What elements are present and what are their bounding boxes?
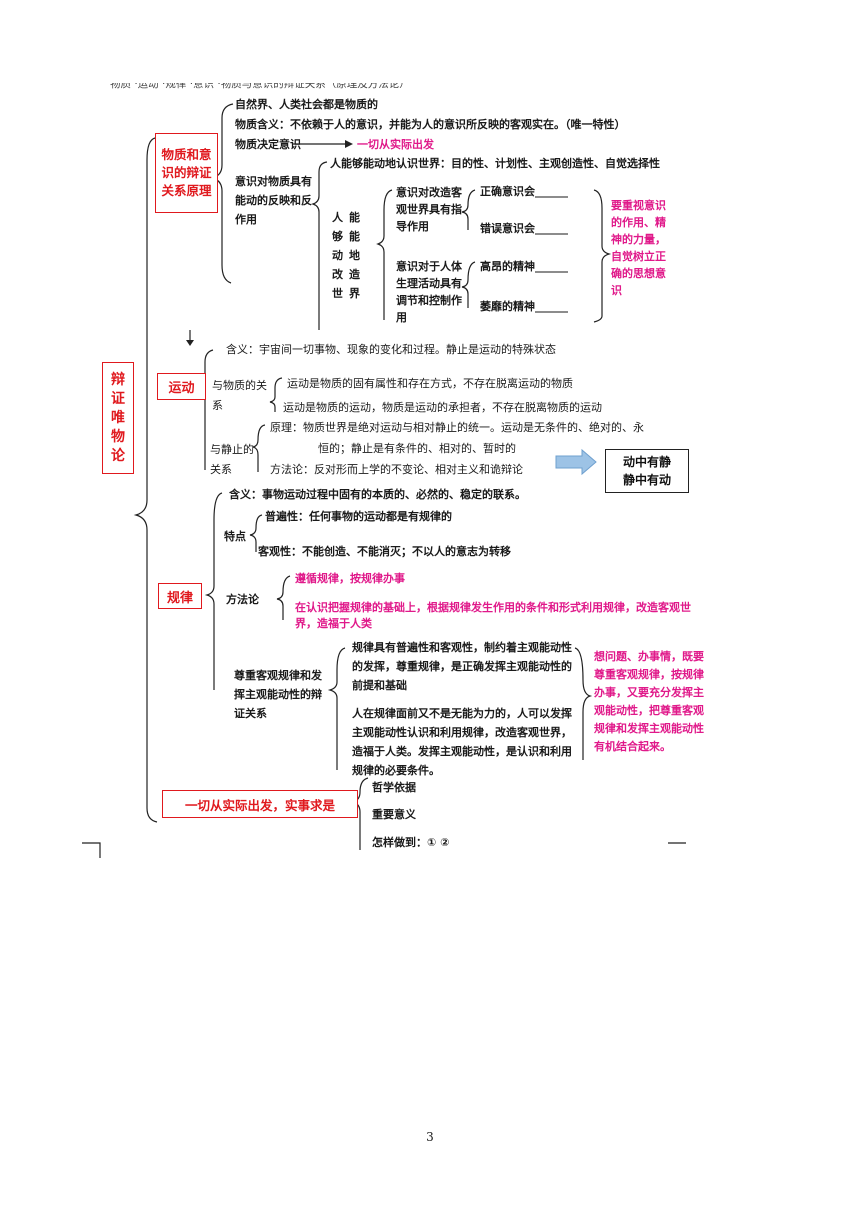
law-method: 方法论 xyxy=(226,593,259,606)
law-definition: 含义：事物运动过程中固有的本质的、必然的、稳定的联系。 xyxy=(229,488,526,501)
practice-how: 怎样做到：① ② xyxy=(372,836,450,849)
law-note: 想问题、办事情，既要尊重客观规律，按规律办事，又要充分发挥主观能动性，把尊重客观… xyxy=(594,650,704,753)
motion-box-label: 运动 xyxy=(168,381,195,396)
matter-decides: 物质决定意识 xyxy=(235,138,301,151)
law-objective: 客观性：不能创造、不能消灭；不以人的意志为转移 xyxy=(258,545,511,558)
consciousness-reaction: 意识对物质具有能动的反映和反作用 xyxy=(235,175,312,226)
practice-significance: 重要意义 xyxy=(372,808,416,821)
law-relation-b: 人在规律面前又不是无能为力的，人可以发挥主观能动性认识和利用规律，改造客观世界，… xyxy=(352,707,572,777)
law-relation: 尊重客观规律和发挥主观能动性的辩证关系 xyxy=(234,669,322,720)
high-spirit: 高昂的精神______ xyxy=(480,260,568,273)
control-effect: 意识对于人体生理活动具有调节和控制作用 xyxy=(396,260,462,324)
practice-basis: 哲学依据 xyxy=(372,781,416,794)
motion-box: 运动 xyxy=(157,373,206,400)
law-method-a: 遵循规律，按规律办事 xyxy=(295,572,405,585)
matter-box: 物质和意识的辩证关系原理 xyxy=(155,133,218,213)
root-box: 辩证唯物论 xyxy=(102,362,134,474)
matter-decides-note: 一切从实际出发 xyxy=(357,138,434,151)
motion-definition: 含义：宇宙间一切事物、现象的变化和过程。静止是运动的特殊状态 xyxy=(226,343,556,356)
matter-note: 要重视意识的作用、精神的力量，自觉树立正确的思想意识 xyxy=(611,199,666,297)
top-cut-text: 物质 ·运动 ·规律 ·意识 ·物质与意识的辩证关系（原理及方法论） xyxy=(110,78,410,90)
cognize-world: 人能够能动地认识世界：目的性、计划性、主观创造性、自觉选择性 xyxy=(330,157,660,170)
motion-rest-box-b: 静中有动 xyxy=(622,473,671,487)
practice-box-label: 一切从实际出发，实事求是 xyxy=(184,797,335,813)
motion-rest-relation: 与静止的关系 xyxy=(210,443,254,476)
practice-box: 一切从实际出发，实事求是 xyxy=(162,790,358,818)
matter-definition: 物质含义：不依赖于人的意识，并能为人的意识所反映的客观实在。（唯一特性） xyxy=(235,118,626,131)
law-box: 规律 xyxy=(158,583,202,609)
law-box-label: 规律 xyxy=(166,590,193,606)
law-universal: 普遍性：任何事物的运动都是有规律的 xyxy=(265,510,452,523)
wrong-consciousness: 错误意识会______ xyxy=(480,222,568,235)
page-number: 3 xyxy=(426,1130,434,1144)
matter-box-label: 物质和意识的辩证关系原理 xyxy=(161,147,212,198)
motion-rest-box: 动中有静 静中有动 xyxy=(605,449,689,493)
motion-matter-b: 运动是物质的运动，物质是运动的承担者，不存在脱离物质的运动 xyxy=(283,401,602,414)
root-label: 辩证唯物论 xyxy=(111,371,125,464)
motion-matter-relation: 与物质的关系 xyxy=(212,379,267,412)
motion-rest-method: 方法论：反对形而上学的不变论、相对主义和诡辩论 xyxy=(270,463,523,476)
law-relation-a: 规律具有普遍性和客观性，制约着主观能动性的发挥，尊重规律，是正确发挥主观能动性的… xyxy=(352,641,572,692)
correct-consciousness: 正确意识会______ xyxy=(480,185,568,198)
motion-rest-principle: 原理：物质世界是绝对运动与相对静止的统一。运动是无条件的、绝对的、永 xyxy=(270,421,644,434)
low-spirit: 萎靡的精神______ xyxy=(480,300,568,313)
law-method-b: 在认识把握规律的基础上，根据规律发生作用的条件和形式利用规律，改造客观世界，造福… xyxy=(295,601,691,630)
guide-effect: 意识对改造客观世界具有指导作用 xyxy=(396,186,462,233)
transform-world: 人能够能动地改造世界 xyxy=(332,211,366,300)
matter-l1: 自然界、人类社会都是物质的 xyxy=(235,98,378,111)
law-features: 特点 xyxy=(224,530,246,543)
motion-rest-box-a: 动中有静 xyxy=(622,455,671,469)
motion-matter-a: 运动是物质的固有属性和存在方式，不存在脱离运动的物质 xyxy=(287,377,573,390)
motion-rest-principle-cont: 恒的；静止是有条件的、相对的、暂时的 xyxy=(318,442,516,455)
